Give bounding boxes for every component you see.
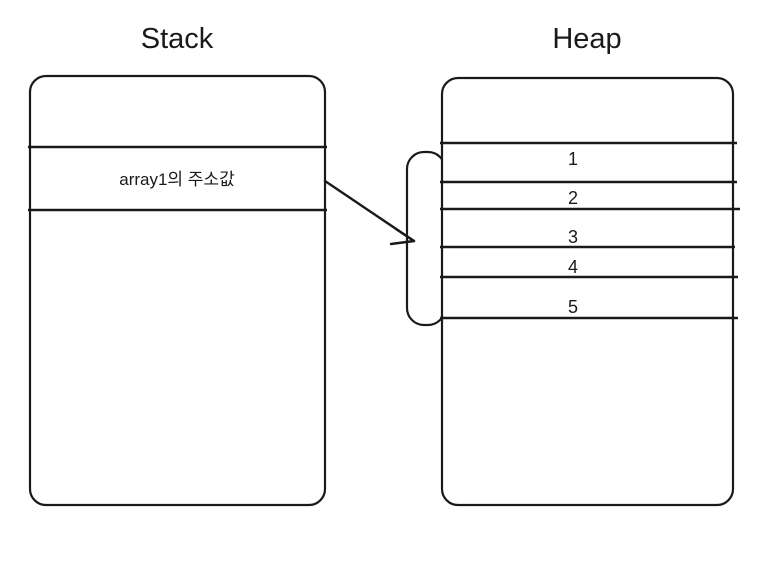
stack-title: Stack bbox=[141, 23, 214, 55]
heap-cell-value: 5 bbox=[568, 297, 578, 317]
pointer-arrowhead bbox=[389, 227, 416, 246]
heap-array-bracket bbox=[405, 150, 447, 327]
heap-title: Heap bbox=[552, 23, 621, 55]
heap-box bbox=[440, 76, 735, 507]
heap-region: Heap 1 2 3 4 5 bbox=[440, 23, 740, 507]
stack-region: Stack array1의 주소값 bbox=[28, 23, 327, 507]
heap-cell-value: 2 bbox=[568, 188, 578, 208]
heap-cell-value: 1 bbox=[568, 149, 578, 169]
stack-box bbox=[28, 74, 327, 507]
pointer-arrow bbox=[323, 179, 416, 246]
heap-cell-value: 3 bbox=[568, 227, 578, 247]
stack-slot-label-array1: array1의 주소값 bbox=[119, 170, 235, 189]
heap-cell-value: 4 bbox=[568, 257, 578, 277]
